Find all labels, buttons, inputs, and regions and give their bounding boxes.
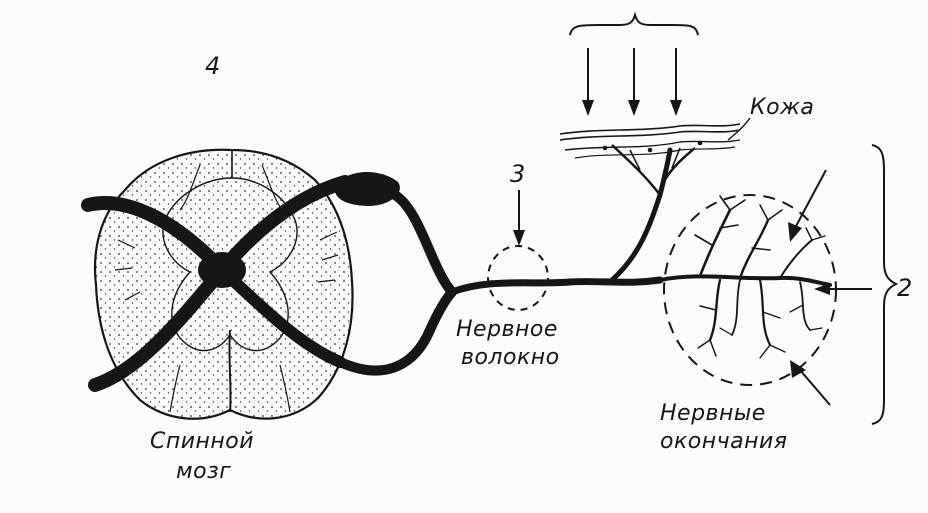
skin-branch bbox=[612, 150, 670, 280]
right-brace bbox=[872, 145, 896, 424]
skin-branch-sub bbox=[612, 145, 660, 195]
pointer-2-top-arrowhead bbox=[788, 222, 802, 242]
skin-label-leader bbox=[728, 118, 750, 140]
nerve-endings-branches bbox=[660, 196, 830, 358]
dorsal-root-path bbox=[395, 195, 452, 292]
ventral-fissure bbox=[229, 330, 230, 412]
label-nerve-fiber-line2: волокно bbox=[461, 346, 560, 369]
label-spinal-cord-line1: Спинной bbox=[150, 430, 254, 453]
label-nerve-endings-line1: Нервные bbox=[660, 402, 766, 425]
nerve-fiber bbox=[452, 280, 660, 292]
label-number-2: 2 bbox=[897, 274, 912, 302]
pointer-2-top-line bbox=[795, 170, 826, 228]
stimulus-arrows bbox=[582, 48, 682, 116]
pointer-3-arrowhead bbox=[513, 230, 525, 246]
pointer-2-bottom-line bbox=[800, 370, 830, 405]
nerve-endings-dashed-circle bbox=[664, 195, 836, 385]
label-spinal-cord-line2: мозг bbox=[176, 460, 231, 483]
ventral-root-path bbox=[340, 292, 452, 371]
label-number-3: 3 bbox=[510, 160, 525, 188]
label-nerve-endings-line2: окончания bbox=[660, 430, 788, 453]
label-skin: Кожа bbox=[750, 96, 814, 119]
skin-layers bbox=[560, 124, 740, 158]
nerve-fiber-dashed-circle bbox=[488, 246, 548, 310]
label-number-4: 4 bbox=[205, 52, 220, 80]
label-nerve-fiber-line1: Нервное bbox=[456, 318, 558, 341]
stimulus-brace bbox=[570, 15, 698, 35]
spinal-cord-section bbox=[88, 150, 353, 419]
